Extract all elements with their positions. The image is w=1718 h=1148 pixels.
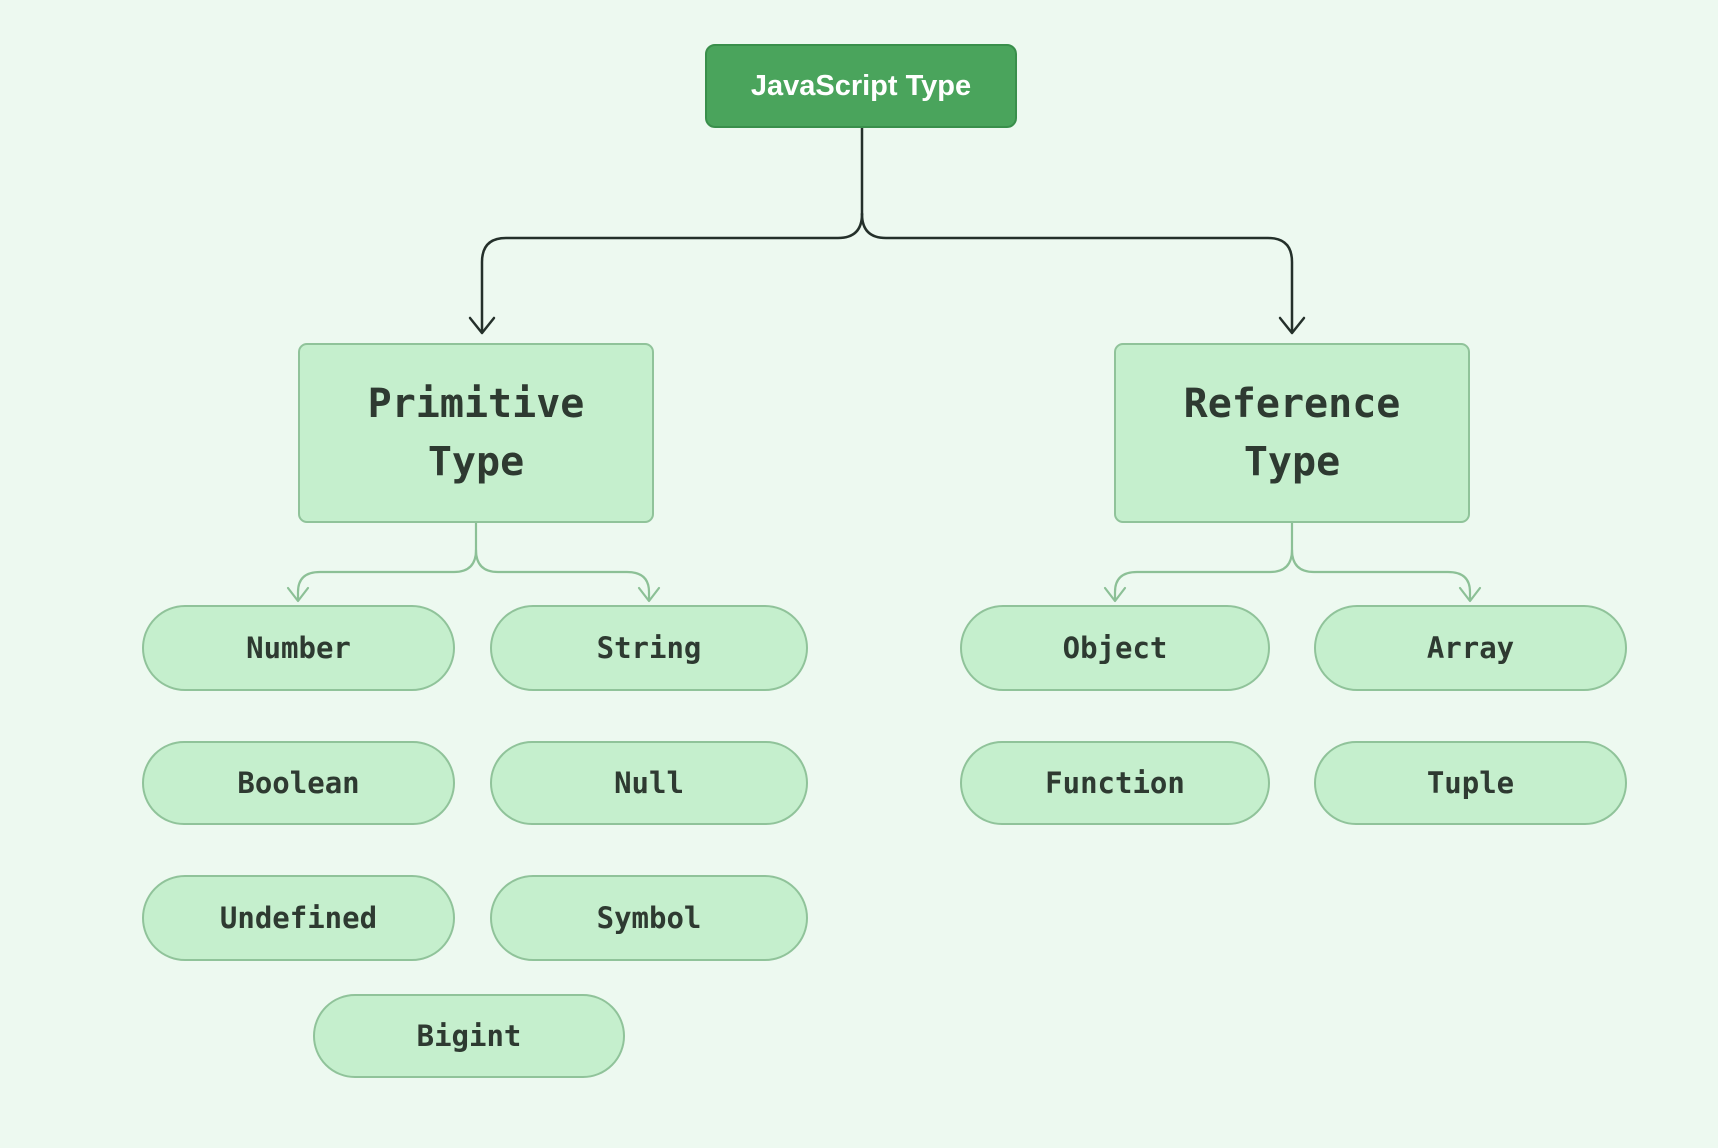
node-object: Object [960,605,1270,691]
node-javascript-type: JavaScript Type [705,44,1017,128]
node-tuple-label: Tuple [1426,766,1515,800]
node-array: Array [1314,605,1627,691]
connector-reference-to-object [1113,548,1294,601]
node-primitive-type-label-line2: Type [427,439,525,485]
arrowhead-string [637,586,661,603]
connector-primitive-to-number [296,548,478,601]
arrowhead-array [1458,586,1482,603]
node-javascript-type-label: JavaScript Type [750,69,972,102]
node-reference-type-label-line2: Type [1243,439,1341,485]
node-number-label: Number [246,631,351,665]
node-tuple: Tuple [1314,741,1627,825]
node-primitive-type-label-line1: Primitive [367,381,585,427]
node-bigint: Bigint [313,994,625,1078]
node-reference-type: Reference Type [1114,343,1470,523]
arrowhead-reference [1278,316,1306,335]
node-function: Function [960,741,1270,825]
node-null-label: Null [614,766,684,800]
node-undefined-label: Undefined [219,901,378,935]
node-string: String [490,605,808,691]
node-primitive-type: Primitive Type [298,343,654,523]
node-reference-type-label-line1: Reference [1183,381,1401,427]
connector-root-to-reference [860,212,1294,332]
node-number: Number [142,605,455,691]
arrowhead-primitive [468,316,496,335]
node-symbol-label: Symbol [596,901,702,935]
node-string-label: String [596,631,702,665]
node-undefined: Undefined [142,875,455,961]
connector-root-to-primitive [480,212,864,332]
connector-primitive-to-string [474,548,651,601]
node-boolean: Boolean [142,741,455,825]
connector-reference-to-array [1290,548,1472,601]
node-array-label: Array [1426,631,1515,665]
node-bigint-label: Bigint [416,1019,522,1053]
arrowhead-object [1103,586,1127,603]
node-boolean-label: Boolean [237,766,360,800]
node-object-label: Object [1062,631,1168,665]
node-symbol: Symbol [490,875,808,961]
arrowhead-number [286,586,310,603]
node-null: Null [490,741,808,825]
node-function-label: Function [1045,766,1185,800]
